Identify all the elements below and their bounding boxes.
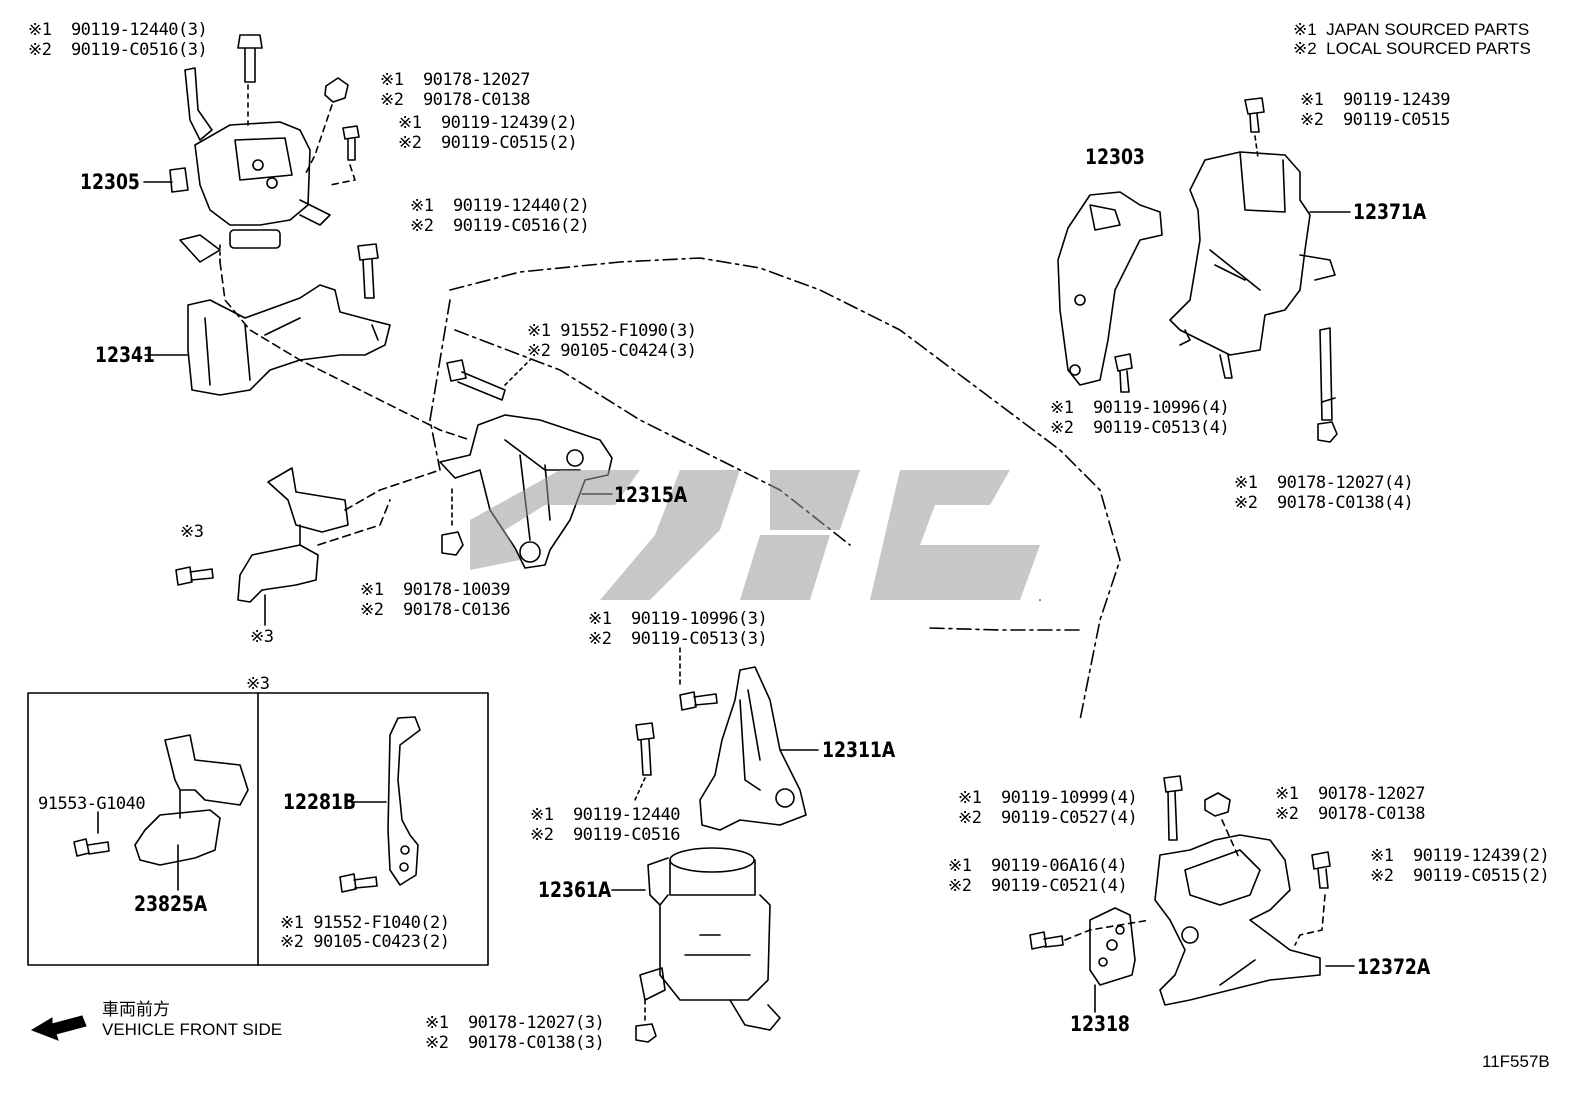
callout-c12-line2: ※2 90178-C0138(4) — [1234, 493, 1414, 513]
callout-c1-line2: ※2 90119-C0516(3) — [28, 40, 208, 60]
part-12281B — [387, 716, 421, 886]
bracket-12303 — [1057, 191, 1163, 386]
callout-c4-line2: ※2 90119-C0516(2) — [410, 216, 590, 236]
bracket-12341 — [187, 284, 391, 396]
callout-c16-line1: ※1 90119-12439(2) — [1370, 846, 1550, 866]
callout-c9-line2: ※2 90178-C0138(3) — [425, 1033, 605, 1053]
callout-c16-line2: ※2 90119-C0515(2) — [1370, 866, 1550, 886]
callout-c3-line1: ※1 90119-12439(2) — [398, 113, 578, 133]
callout-c15-line1: ※1 90119-06A16(4) — [948, 856, 1128, 876]
diagram-code: 11F557B — [1482, 1052, 1550, 1071]
callout-c5-line1: ※1 91552-F1090(3) — [527, 321, 697, 341]
mark-note3-b: ※3 — [250, 627, 274, 647]
callout-c11-line2: ※2 90119-C0513(4) — [1050, 418, 1230, 438]
direction-label-jp: 車両前方 — [102, 1000, 170, 1019]
part-label-12311A: 12311A — [822, 738, 896, 762]
watermark-logo — [470, 470, 1040, 600]
callout-c12-line1: ※1 90178-12027(4) — [1234, 473, 1414, 493]
callout-c8-line1: ※1 90119-12440 — [530, 805, 681, 825]
callout-c2-line2: ※2 90178-C0138 — [380, 90, 531, 110]
callout-c13-line1: ※1 90119-10999(4) — [958, 788, 1138, 808]
callout-c6-line1: ※1 90178-10039 — [360, 580, 511, 600]
callout-c11-line1: ※1 90119-10996(4) — [1050, 398, 1230, 418]
mount-12371A — [1169, 151, 1336, 356]
callout-c14-line1: ※1 90178-12027 — [1275, 784, 1426, 804]
callout-c7-line2: ※2 90119-C0513(3) — [588, 629, 768, 649]
callout-c4-line1: ※1 90119-12440(2) — [410, 196, 590, 216]
part-label-12341: 12341 — [95, 343, 155, 367]
part-label-91553: 91553-G1040 — [38, 794, 146, 814]
inset-marker: ※3 — [246, 674, 270, 694]
mount-12305 — [169, 67, 331, 266]
part-label-12315A: 12315A — [614, 483, 688, 507]
part-label-12281B: 12281B — [283, 790, 357, 814]
callout-c15-line2: ※2 90119-C0521(4) — [948, 876, 1128, 896]
callout-c9-line1: ※1 90178-12027(3) — [425, 1013, 605, 1033]
legend-local: ※2 LOCAL SOURCED PARTS — [1293, 39, 1531, 58]
callout-c2-line1: ※1 90178-12027 — [380, 70, 531, 90]
callout-c7-line1: ※1 90119-10996(3) — [588, 609, 768, 629]
part-23825A — [134, 734, 249, 866]
part-label-12371A: 12371A — [1353, 200, 1427, 224]
callout-c14-line2: ※2 90178-C0138 — [1275, 804, 1426, 824]
engine-outline — [449, 257, 1121, 721]
callout-c3-line2: ※2 90119-C0515(2) — [398, 133, 578, 153]
bolt-top-left — [237, 34, 263, 129]
part-label-12361A: 12361A — [538, 878, 612, 902]
callout-c6-line2: ※2 90178-C0136 — [360, 600, 511, 620]
callout-c17-line1: ※1 91552-F1040(2) — [280, 913, 450, 933]
front-arrow — [30, 1015, 87, 1041]
mount-12361A — [639, 847, 781, 1031]
clip-bracket — [237, 467, 349, 603]
direction-label-en: VEHICLE FRONT SIDE — [102, 1020, 283, 1039]
bracket-12311A — [699, 666, 807, 831]
callout-c13-line2: ※2 90119-C0527(4) — [958, 808, 1138, 828]
part-label-23825A: 23825A — [134, 892, 208, 916]
plate-12318 — [1089, 907, 1136, 986]
callout-c5-line2: ※2 90105-C0424(3) — [527, 341, 697, 361]
part-label-12372A: 12372A — [1357, 955, 1431, 979]
part-label-12303: 12303 — [1085, 145, 1145, 169]
callout-c10-line1: ※1 90119-12439 — [1300, 90, 1451, 110]
callout-c8-line2: ※2 90119-C0516 — [530, 825, 681, 845]
part-label-12305: 12305 — [80, 170, 140, 194]
mount-12372A — [1154, 834, 1321, 1006]
callout-c1-line1: ※1 90119-12440(3) — [28, 20, 208, 40]
callout-c17-line2: ※2 90105-C0423(2) — [280, 932, 450, 952]
legend-japan: ※1 JAPAN SOURCED PARTS — [1293, 20, 1530, 39]
part-label-12318: 12318 — [1070, 1012, 1130, 1036]
mark-note3-a: ※3 — [180, 522, 204, 542]
callout-c10-line2: ※2 90119-C0515 — [1300, 110, 1451, 130]
